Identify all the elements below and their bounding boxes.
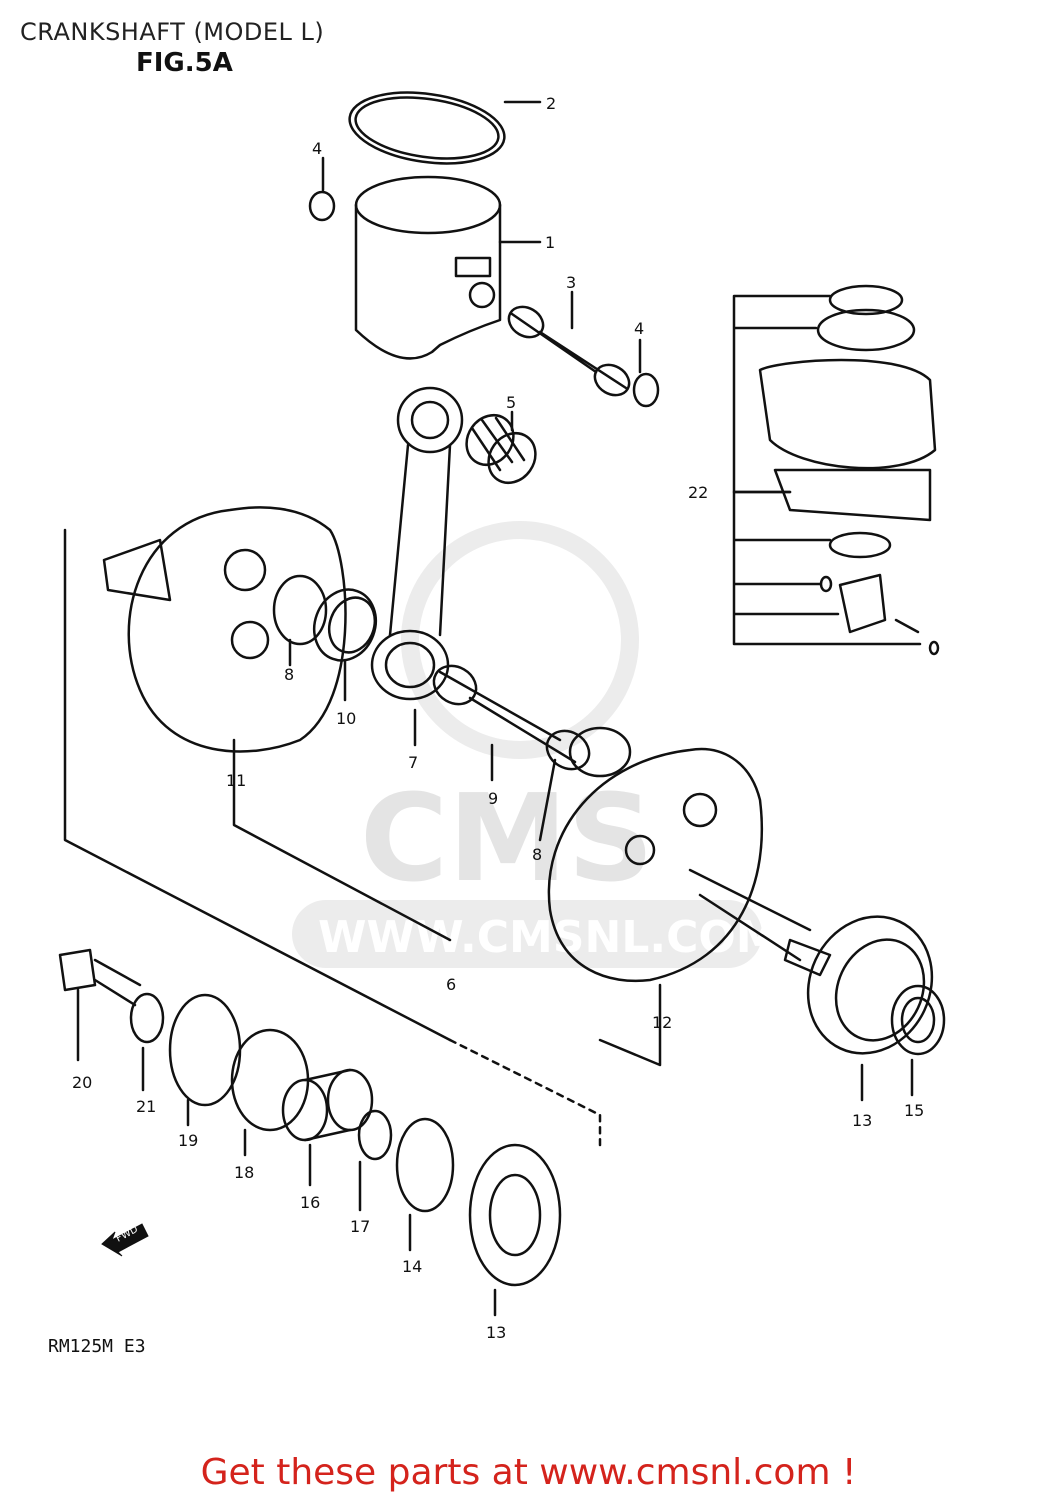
piston-pin	[507, 305, 631, 397]
callout-15: 15	[904, 1101, 924, 1120]
callout-1: 1	[545, 233, 555, 252]
callout-10: 10	[336, 709, 356, 728]
callout-labels: 2 4 1 3 4 5 22 8 10 7 11 9 8 6 12 20 21 …	[72, 94, 924, 1342]
callout-12: 12	[652, 1013, 672, 1032]
buy-parts-link[interactable]: Get these parts at www.cmsnl.com !	[200, 1452, 857, 1493]
callout-16: 16	[300, 1193, 320, 1212]
callout-6: 6	[446, 975, 456, 994]
callout-21: 21	[136, 1097, 156, 1116]
callout-4b: 4	[634, 319, 644, 338]
washer	[129, 992, 165, 1044]
callout-5: 5	[506, 393, 516, 412]
callout-13a: 13	[852, 1111, 872, 1130]
spacer	[281, 1068, 374, 1142]
piston-ring	[348, 91, 506, 165]
callout-2: 2	[546, 94, 556, 113]
bolt	[58, 948, 142, 1062]
main-bearing-right	[806, 915, 934, 1055]
small-end-bearing	[465, 413, 537, 485]
callout-4a: 4	[312, 139, 322, 158]
callout-8a: 8	[284, 665, 294, 684]
watermark-url: WWW.CMSNL.COM	[318, 912, 780, 963]
callout-3: 3	[566, 273, 576, 292]
assembly-bracket	[63, 528, 452, 1042]
oil-seal-right	[890, 984, 946, 1056]
callout-19: 19	[178, 1131, 198, 1150]
callout-9: 9	[488, 789, 498, 808]
callout-13b: 13	[486, 1323, 506, 1342]
main-bearing-left	[468, 1143, 562, 1287]
callout-14: 14	[402, 1257, 422, 1276]
figure-label: FIG.5A	[136, 48, 233, 78]
page-title: CRANKSHAFT (MODEL L)	[20, 18, 325, 46]
crank-pin	[432, 664, 591, 771]
callout-7: 7	[408, 753, 418, 772]
model-code: RM125M E3	[48, 1336, 146, 1357]
crank-web-right	[547, 747, 832, 983]
primary-drive-gear	[168, 993, 242, 1107]
callout-20: 20	[72, 1073, 92, 1092]
drive-gear	[230, 1028, 310, 1132]
callout-8b: 8	[532, 845, 542, 864]
callout-11: 11	[226, 771, 246, 790]
callout-18: 18	[234, 1163, 254, 1182]
oil-seal-left	[395, 1117, 455, 1213]
watermark-brand: CMS	[360, 770, 654, 909]
thrust-washer	[568, 726, 632, 778]
crank-web-left	[102, 506, 347, 753]
fwd-arrow-icon: FWD	[101, 1223, 149, 1257]
cylinder-assembly	[758, 284, 940, 656]
callout-17: 17	[350, 1217, 370, 1236]
o-ring	[357, 1109, 393, 1161]
watermark: CMS WWW.CMSNL.COM	[292, 521, 780, 968]
piston	[354, 175, 502, 360]
circlip	[632, 372, 660, 408]
big-end-bearing	[312, 588, 378, 662]
callout-22: 22	[688, 483, 708, 502]
circlip	[308, 190, 336, 222]
